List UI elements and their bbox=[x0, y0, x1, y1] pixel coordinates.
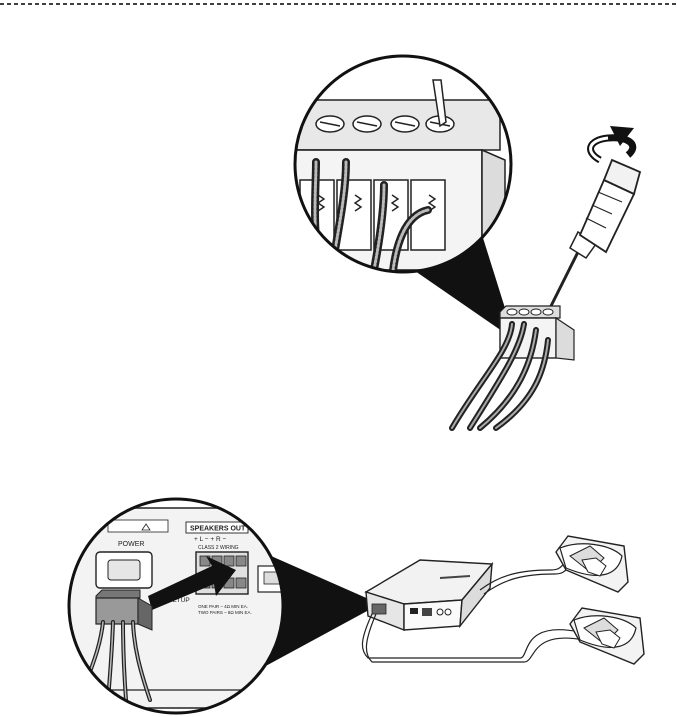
class-wiring-label: CLASS 2 WIRING bbox=[198, 545, 239, 551]
rotate-arrow-icon bbox=[587, 126, 637, 164]
channel-polarity-label: + L − + R − bbox=[194, 536, 226, 543]
amplifier bbox=[364, 559, 494, 632]
impedance-note-one-pair: ONE PAIR – 4Ω MIN EA. bbox=[198, 604, 248, 609]
speaker-top bbox=[555, 535, 629, 593]
callout-wedge-bottom bbox=[262, 552, 380, 668]
insert-arrow bbox=[148, 556, 236, 610]
speaker-wires-magnified bbox=[311, 158, 432, 272]
power-label: POWER bbox=[118, 541, 144, 548]
setup-label: SETUP bbox=[168, 597, 190, 604]
magnified-amp-panel: POWER SPEAKERS OUT + L − + R − CLASS 2 W… bbox=[67, 497, 285, 715]
screwdriver-tip-magnified bbox=[432, 79, 447, 128]
speaker-bottom bbox=[569, 607, 645, 665]
terminal-detail-figure bbox=[293, 54, 642, 431]
speakers-out-label: SPEAKERS OUT bbox=[190, 526, 246, 533]
amplifier-connection-figure: POWER SPEAKERS OUT + L − + R − CLASS 2 W… bbox=[67, 497, 645, 715]
impedance-note-two-pairs: TWO PAIRS – 8Ω MIN EA. bbox=[198, 610, 252, 615]
terminal-block-small bbox=[449, 305, 575, 431]
screwdriver bbox=[546, 158, 642, 313]
